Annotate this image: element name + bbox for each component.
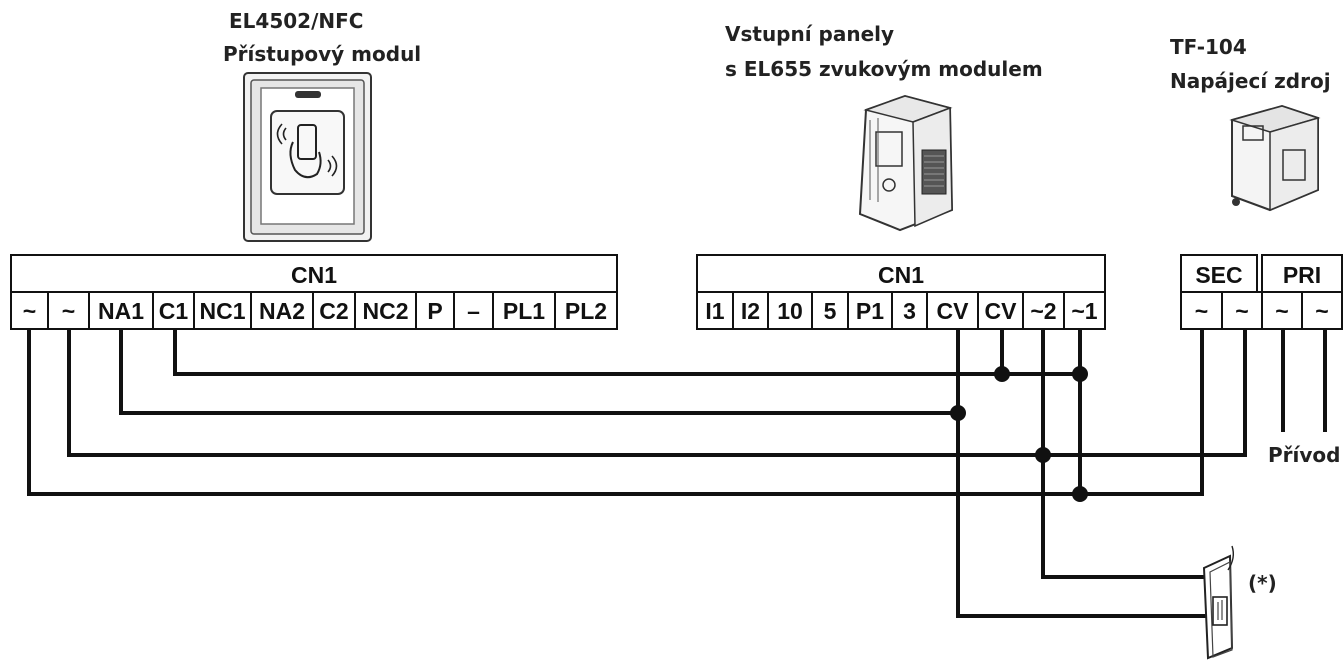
power-supply-image	[1229, 104, 1321, 212]
access-terminal-label: P	[427, 298, 442, 324]
access-terminal-cell	[354, 291, 417, 330]
access-terminal-label: C1	[159, 298, 189, 324]
access-terminal-label: PL1	[503, 298, 545, 324]
access-terminal-label: PL2	[565, 298, 607, 324]
panel-terminal-label: CV	[985, 298, 1018, 324]
panel-terminal-cell	[891, 291, 928, 330]
access-terminal-label: NA2	[259, 298, 305, 324]
pri-label: PRI	[1283, 262, 1321, 288]
psu-terminal-label: ~	[1275, 298, 1288, 324]
psu-terminal-cell	[1301, 291, 1343, 330]
psu-terminal-label: ~	[1195, 298, 1208, 324]
power-supply-terminal-block: SEC PRI ~ ~ ~ ~	[1180, 254, 1343, 330]
access-terminal-cell	[152, 291, 195, 330]
psu-terminal-label: ~	[1315, 298, 1328, 324]
panel-terminal-label: 5	[824, 298, 837, 324]
panel-terminal-cell	[1063, 291, 1106, 330]
panel-terminal-label: CV	[937, 298, 970, 324]
access-terminal-cell	[554, 291, 618, 330]
access-terminal-label: NC1	[199, 298, 245, 324]
access-cn1-label: CN1	[291, 262, 337, 288]
entry-panel-terminal-block: CN1 I1 I2 10 5 P1 3 CV CV ~2 ~1	[696, 254, 1106, 330]
door-lock-label: (*)	[1248, 571, 1277, 595]
psu-terminal-cell	[1180, 291, 1223, 330]
sec-label: SEC	[1195, 262, 1242, 288]
access-terminal-cell	[250, 291, 314, 330]
wire-c1	[173, 330, 1080, 376]
wiring	[27, 330, 1327, 618]
access-terminal-label: C2	[319, 298, 348, 324]
psu-terminal-cell	[1221, 291, 1263, 330]
access-terminal-label: –	[467, 298, 480, 324]
access-terminal-cell	[492, 291, 556, 330]
junction-dot	[1072, 366, 1088, 382]
wire-na1	[119, 330, 958, 415]
access-terminal-cell	[193, 291, 252, 330]
power-supply-title: TF-104	[1170, 35, 1247, 59]
panel-terminal-label: 10	[777, 298, 803, 324]
panel-cn1-label: CN1	[878, 262, 924, 288]
panel-terminal-cell	[977, 291, 1024, 330]
panel-terminal-label: I1	[705, 298, 724, 324]
access-module-image	[243, 72, 372, 242]
junction-dot	[950, 405, 966, 421]
psu-terminal-label: ~	[1235, 298, 1248, 324]
panel-terminal-label: I2	[741, 298, 760, 324]
junction-dot	[994, 366, 1010, 382]
access-terminal-cell	[453, 291, 494, 330]
entry-panel-title: Vstupní panely	[725, 22, 894, 46]
access-module-terminal-block: CN1 ~ ~ NA1 C1 NC1 NA2 C2 NC2 P–PL1 PL2	[10, 254, 618, 330]
entry-panel-image	[858, 94, 954, 232]
access-terminal-label: ~	[62, 298, 75, 324]
power-supply-subtitle: Napájecí zdroj	[1170, 69, 1331, 93]
wire-ac-2	[67, 330, 1247, 457]
panel-terminal-label: P1	[856, 298, 884, 324]
junction-dot	[1035, 447, 1051, 463]
psu-terminal-cell	[1261, 291, 1303, 330]
access-terminal-label: ~	[23, 298, 36, 324]
access-terminal-label: NA1	[98, 298, 144, 324]
wire-tilde2-lock	[1041, 330, 1210, 579]
panel-terminal-label: ~1	[1071, 298, 1097, 324]
entry-panel-subtitle: s EL655 zvukovým modulem	[725, 57, 1043, 81]
panel-terminal-label: ~2	[1030, 298, 1056, 324]
access-terminal-cell	[415, 291, 455, 330]
access-module-title: EL4502/NFC	[229, 9, 363, 33]
wire-cv-lock	[956, 330, 1210, 618]
access-terminal-label: NC2	[362, 298, 408, 324]
access-module-subtitle: Přístupový modul	[223, 42, 421, 66]
panel-terminal-label: 3	[903, 298, 916, 324]
mains-label: Přívod	[1268, 443, 1340, 467]
junction-dot	[1072, 486, 1088, 502]
wire-ac-1	[27, 330, 1204, 496]
access-terminal-cell	[47, 291, 90, 330]
door-lock-image	[1202, 545, 1235, 660]
